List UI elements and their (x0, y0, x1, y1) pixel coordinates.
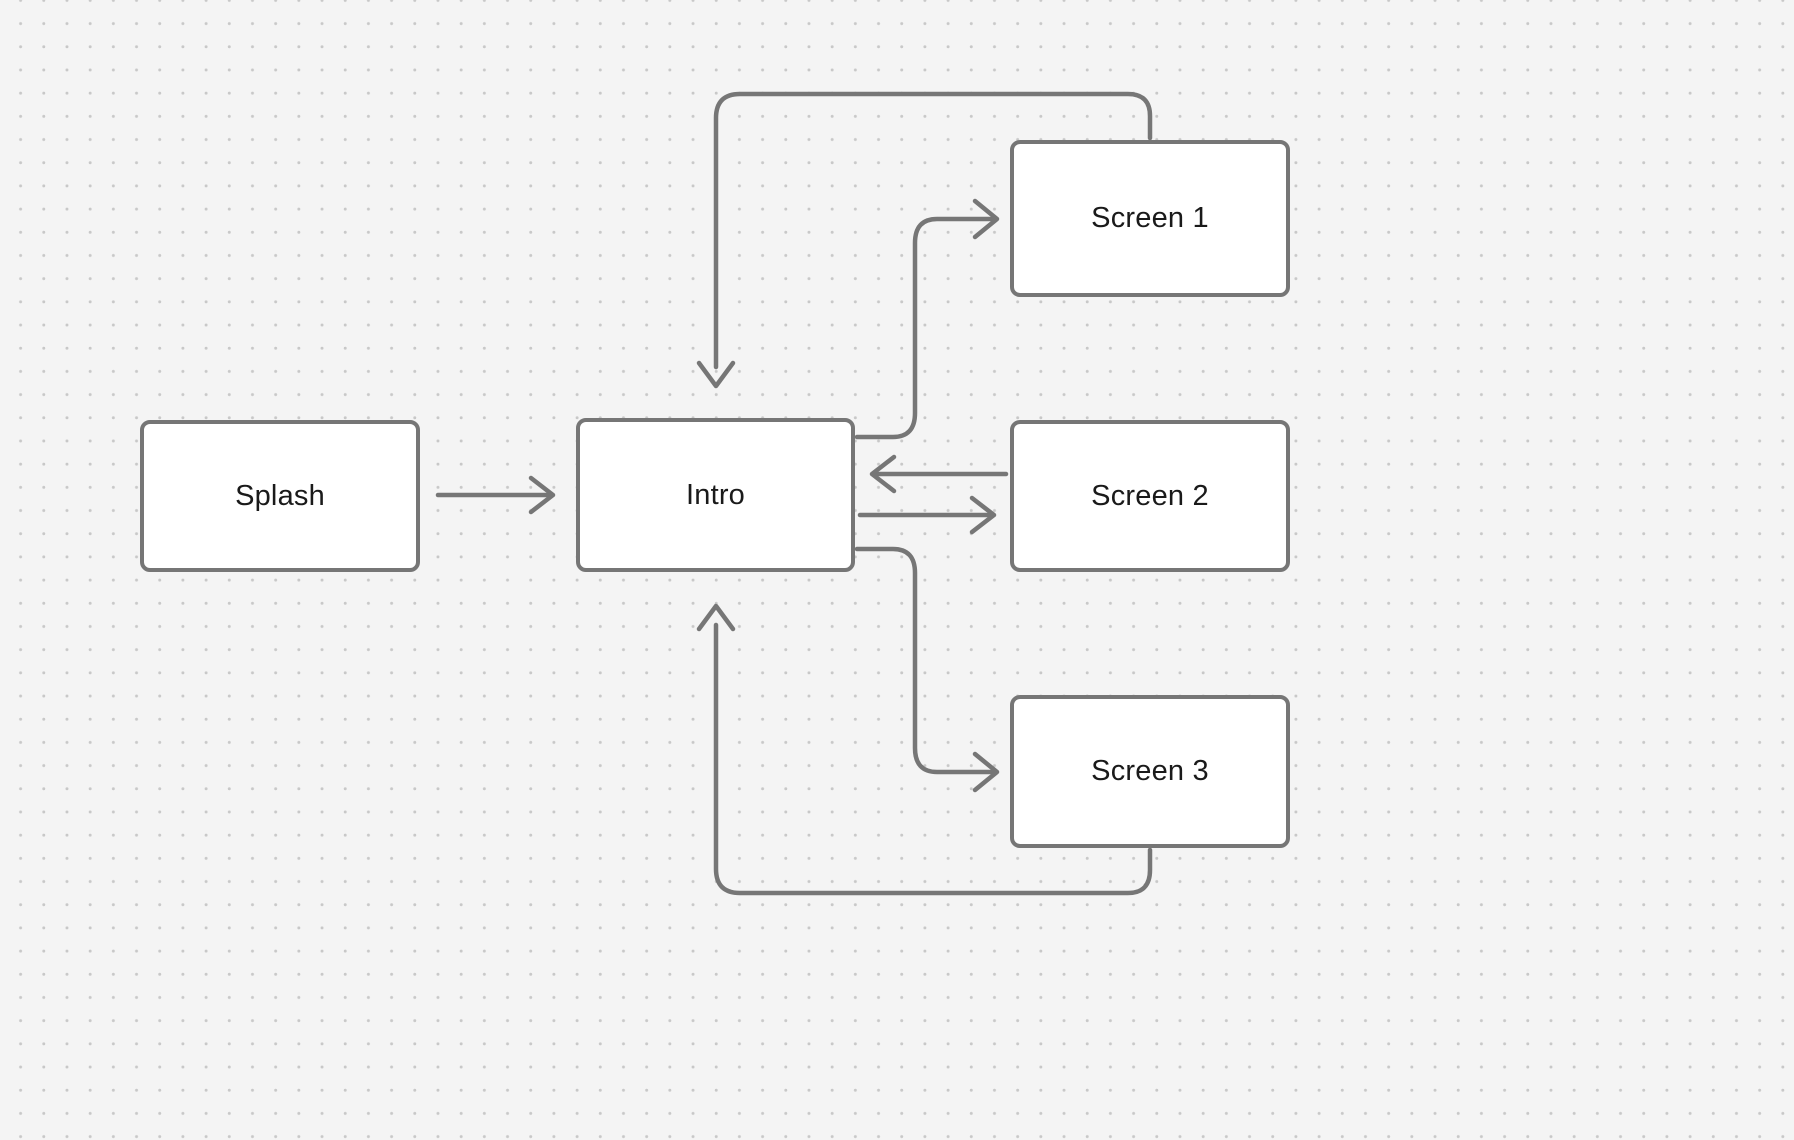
node-screen-1-label: Screen 1 (1091, 202, 1209, 234)
edge-intro-to-screen3[interactable] (854, 546, 1000, 793)
edge-splash-to-intro[interactable] (435, 475, 556, 515)
node-screen-3-label: Screen 3 (1091, 755, 1209, 787)
node-splash[interactable]: Splash (140, 420, 420, 572)
node-screen-2[interactable]: Screen 2 (1010, 420, 1290, 572)
edge-intro-to-screen2[interactable] (857, 495, 997, 535)
edge-screen2-to-intro[interactable] (869, 454, 1009, 494)
node-splash-label: Splash (235, 479, 325, 512)
edge-intro-to-screen1[interactable] (854, 198, 1000, 440)
node-screen-2-label: Screen 2 (1091, 479, 1209, 512)
node-intro-label: Intro (685, 478, 746, 511)
node-intro[interactable]: Intro (576, 418, 855, 572)
node-screen-3[interactable]: Screen 3 (1010, 695, 1290, 848)
node-screen-1[interactable]: Screen 1 (1010, 140, 1290, 297)
